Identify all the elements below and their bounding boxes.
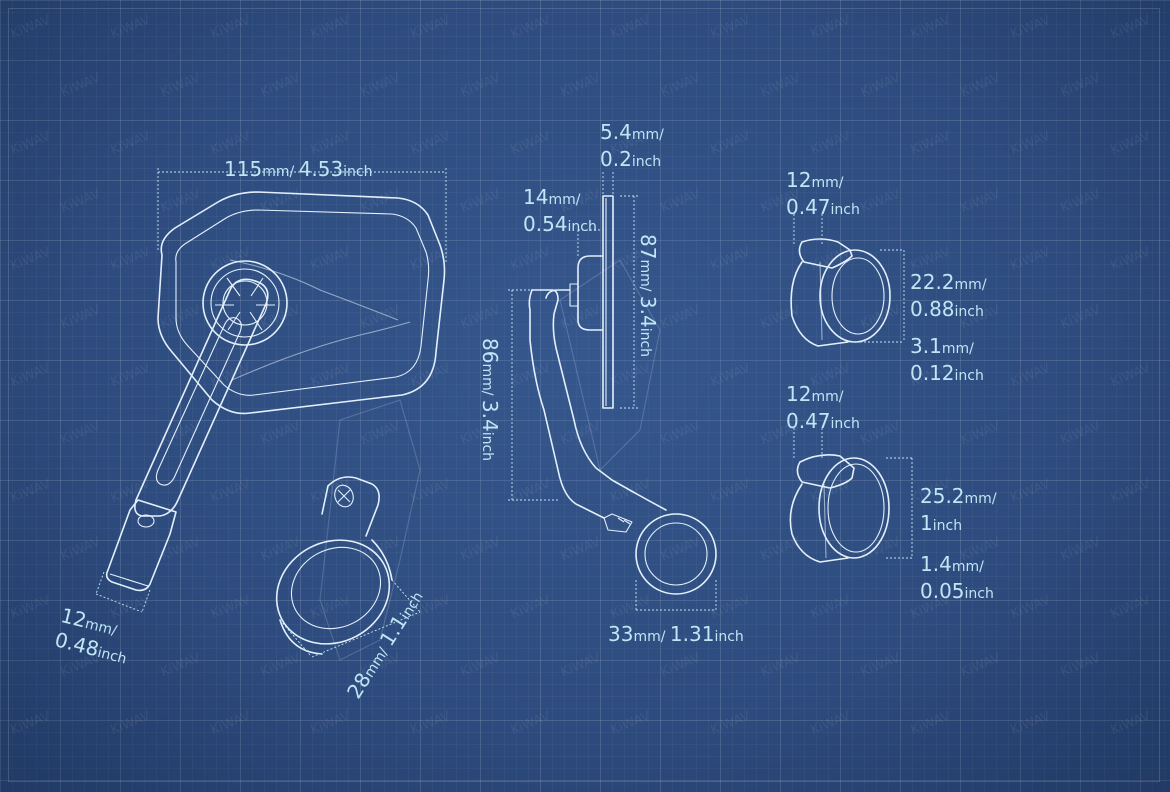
blueprint-frame — [8, 8, 1160, 782]
dim-ring1-thickness: 3.1mm/ 0.12inch — [910, 334, 984, 385]
spacer-ring-2 — [789, 454, 890, 563]
spacer-ring-1 — [790, 238, 891, 347]
dim-mirror-width: 115mm/ 4.53inch — [224, 157, 373, 181]
dim-head-depth: 14mm/ 0.54inch — [523, 185, 597, 236]
ghost-silhouette — [319, 259, 661, 661]
mirror-side-view — [528, 195, 717, 595]
dim-ring2-diameter: 25.2mm/ 1inch — [920, 484, 997, 535]
dim-ring2-thickness: 1.4mm/ 0.05inch — [920, 552, 994, 603]
dim-glass-height: 87mm/ 3.4inch — [636, 234, 660, 358]
dimension-lines — [95, 168, 913, 658]
mirror-front-view — [105, 191, 446, 592]
dim-ring2-width: 12mm/ 0.47inch — [786, 382, 860, 433]
clamp-perspective-view — [275, 476, 393, 655]
dim-glass-thickness: 5.4mm/ 0.2inch — [600, 120, 664, 171]
dim-clamp-width: 33mm/ 1.31inch — [608, 622, 744, 646]
dim-ring1-width: 12mm/ 0.47inch — [786, 168, 860, 219]
dim-ring1-diameter: 22.2mm/ 0.88inch — [910, 270, 987, 321]
dim-arm-height: 86mm/ 3.4inch — [478, 338, 502, 462]
